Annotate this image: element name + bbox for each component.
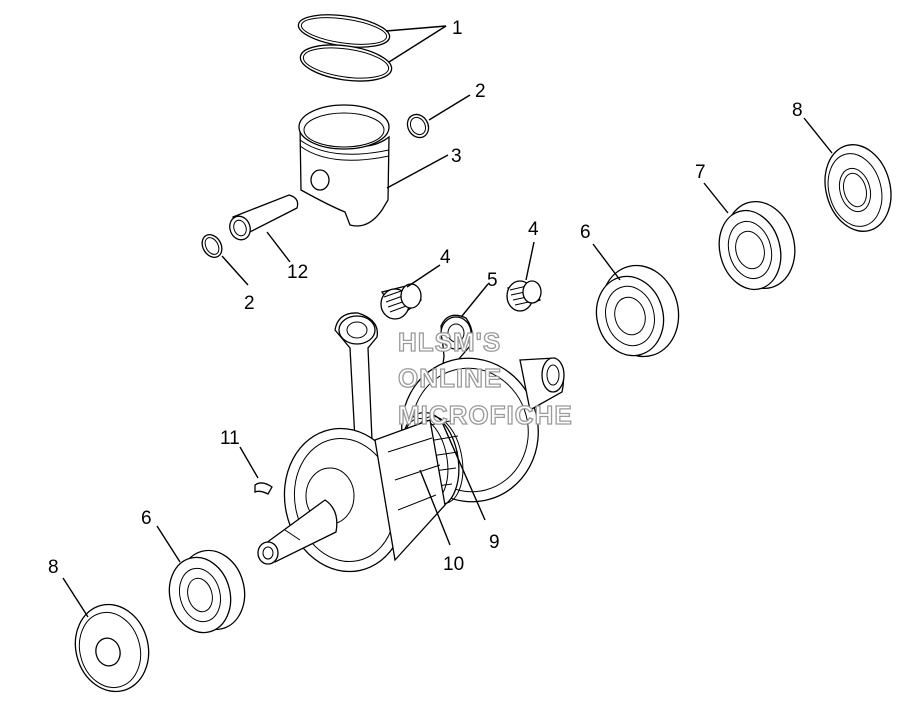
piston-rings	[297, 14, 393, 82]
callout-8-left: 8	[48, 557, 59, 578]
callout-3: 3	[451, 146, 462, 167]
callout-2-upper: 2	[475, 81, 486, 102]
callout-5: 5	[487, 270, 498, 291]
crankshaft-assembly	[257, 312, 565, 573]
circlip-lower	[201, 234, 223, 258]
callout-6-right: 6	[580, 222, 591, 243]
oil-seal-right-8	[824, 144, 892, 232]
callout-2-lower: 2	[244, 293, 255, 314]
callout-8-right: 8	[792, 100, 803, 121]
woodruff-key	[254, 482, 273, 495]
needle-bearing-right	[506, 280, 542, 312]
bearing-left-6	[168, 549, 246, 634]
callout-7: 7	[695, 162, 706, 183]
watermark: HLSM'S ONLINE MICROFICHE	[397, 326, 573, 430]
callout-12: 12	[287, 262, 308, 283]
callout-10: 10	[443, 554, 464, 575]
watermark-line-3: MICROFICHE	[398, 400, 573, 430]
leader-lines	[62, 25, 833, 618]
watermark-line-1: HLSM'S	[398, 327, 501, 357]
callout-labels: 1 2 2 3 4 4 5 6 6 7 8 8 9 10 11 12	[48, 18, 803, 578]
piston-pin	[229, 194, 299, 241]
callout-1: 1	[452, 18, 463, 39]
bearing-right-7	[718, 200, 796, 291]
circlip-upper	[406, 113, 430, 139]
piston	[298, 104, 390, 227]
watermark-line-2: ONLINE	[398, 363, 502, 393]
needle-bearing-left	[380, 283, 422, 320]
oil-seal-left-8	[74, 603, 150, 693]
callout-9: 9	[489, 532, 500, 553]
callout-6-left: 6	[141, 508, 152, 529]
bearing-right-6	[595, 264, 680, 358]
callout-4-right: 4	[528, 219, 539, 240]
callout-4-left: 4	[440, 247, 451, 268]
callout-11: 11	[220, 428, 240, 449]
